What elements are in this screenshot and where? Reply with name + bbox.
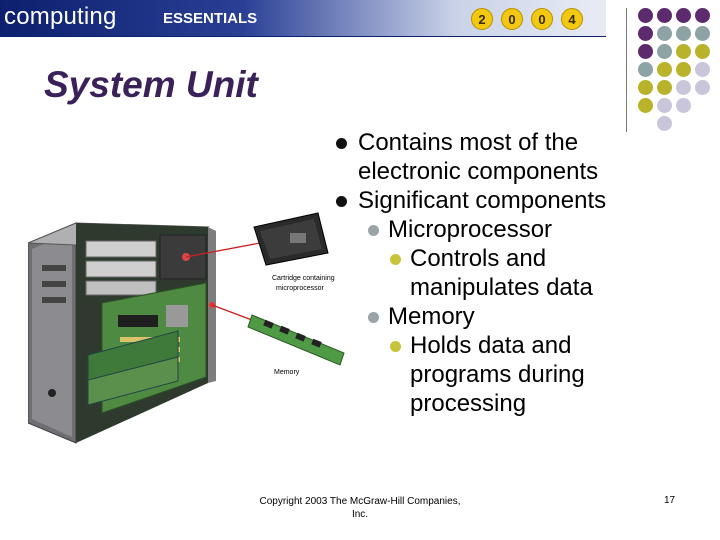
divider-line [626, 8, 627, 132]
bullet-marker-icon [336, 138, 347, 149]
decorative-dot [676, 8, 691, 23]
decorative-dot [657, 98, 672, 113]
system-unit-illustration: Cartridge containing microprocessor Memo… [28, 212, 345, 444]
header-banner: computing ESSENTIALS 2 0 0 4 [0, 0, 606, 37]
page-number: 17 [664, 495, 676, 506]
copyright-line: Inc. [351, 509, 369, 520]
brand-title: computing [4, 3, 117, 30]
decorative-dot [657, 62, 672, 77]
bullet-marker-icon [368, 225, 379, 236]
bullet-text: Significant components [358, 187, 607, 214]
decorative-dot [676, 26, 691, 41]
decorative-dot [638, 98, 653, 113]
decorative-dot [695, 8, 710, 23]
bullet-marker-icon [368, 312, 379, 323]
decorative-dot [695, 80, 710, 95]
computer-case-icon [28, 222, 216, 444]
bullet-text: Microprocessor [388, 216, 553, 243]
bullet-marker-icon [336, 196, 347, 207]
year-badge: 2 0 0 4 [471, 8, 583, 30]
decorative-dot [638, 80, 653, 95]
memory-label: Memory [274, 369, 300, 376]
decorative-dot [657, 116, 672, 131]
decorative-dot [676, 62, 691, 77]
year-digit: 4 [561, 8, 583, 30]
decorative-dot [676, 98, 691, 113]
bullet-text: Holds data and [410, 332, 572, 359]
bullet-text: Memory [388, 303, 475, 330]
decorative-dot [657, 26, 672, 41]
decorative-dot [657, 8, 672, 23]
decorative-dot [695, 62, 710, 77]
bullet-marker-icon [390, 254, 401, 265]
year-digit: 0 [501, 8, 523, 30]
decorative-dot [638, 26, 653, 41]
bullet-text: electronic components [358, 158, 599, 185]
decorative-dot [695, 26, 710, 41]
bullet-text: Contains most of the [358, 129, 579, 156]
decorative-dot [695, 44, 710, 59]
cartridge-label-line: Cartridge containing [272, 275, 335, 282]
decorative-dot [676, 80, 691, 95]
decorative-dot [638, 8, 653, 23]
bullet-item: Significant components [336, 186, 676, 215]
cartridge-label-line: microprocessor [276, 285, 325, 292]
bullet-marker-icon [390, 341, 401, 352]
year-digit: 2 [471, 8, 493, 30]
bullet-text: manipulates data [410, 274, 593, 301]
memory-module-icon [247, 314, 345, 366]
bullet-item: Contains most of the electronic componen… [336, 128, 676, 186]
bullet-text: Controls and [410, 245, 547, 272]
footer-copyright: Copyright 2003 The McGraw-Hill Companies… [250, 495, 470, 521]
slide-title: System Unit [44, 64, 258, 105]
cartridge-icon [253, 212, 329, 266]
bullet-item: Controls and manipulates data [336, 244, 676, 302]
bullet-item: Microprocessor [336, 215, 676, 244]
decorative-dot [638, 44, 653, 59]
bullet-item: Holds data and programs during processin… [336, 331, 676, 418]
year-digit: 0 [531, 8, 553, 30]
bullet-item: Memory [336, 302, 676, 331]
bullet-list: Contains most of the electronic componen… [336, 128, 676, 418]
decorative-dot [657, 44, 672, 59]
decorative-dot [638, 62, 653, 77]
callout-line [185, 242, 261, 258]
brand-subtitle: ESSENTIALS [163, 10, 258, 27]
copyright-line: Copyright 2003 The McGraw-Hill Companies… [259, 496, 461, 507]
decorative-dot [676, 44, 691, 59]
bullet-text: programs during [410, 361, 585, 388]
bullet-text: processing [410, 390, 527, 417]
decorative-dot [657, 80, 672, 95]
